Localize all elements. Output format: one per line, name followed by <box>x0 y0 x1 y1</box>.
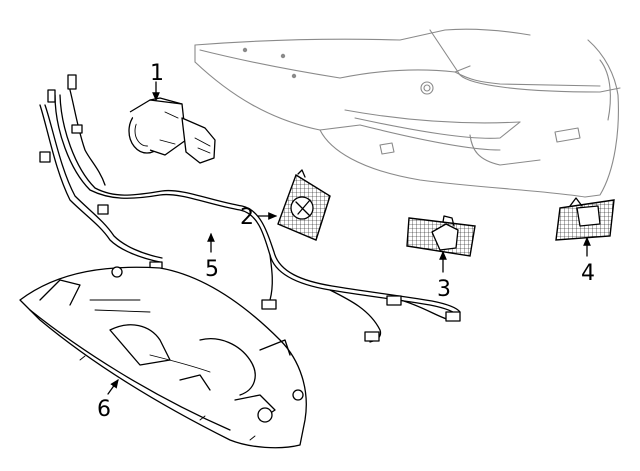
parking-sensor-part-1 <box>128 97 216 164</box>
callout-3: 3 <box>437 277 451 302</box>
callout-6: 6 <box>97 397 111 422</box>
callout-1: 1 <box>150 61 164 86</box>
rear-bumper-illustration <box>194 28 621 198</box>
bumper-reinforcement-part-6 <box>19 266 307 449</box>
sensor-bracket-part-3 <box>406 215 476 257</box>
callout-4: 4 <box>581 261 595 286</box>
sensor-bracket-part-2 <box>277 169 331 241</box>
callout-2: 2 <box>240 205 254 230</box>
callout-5: 5 <box>205 257 219 282</box>
callout-leaders <box>107 81 591 395</box>
wiring-harness-part-5 <box>39 74 461 343</box>
sensor-bracket-part-4 <box>555 197 615 241</box>
